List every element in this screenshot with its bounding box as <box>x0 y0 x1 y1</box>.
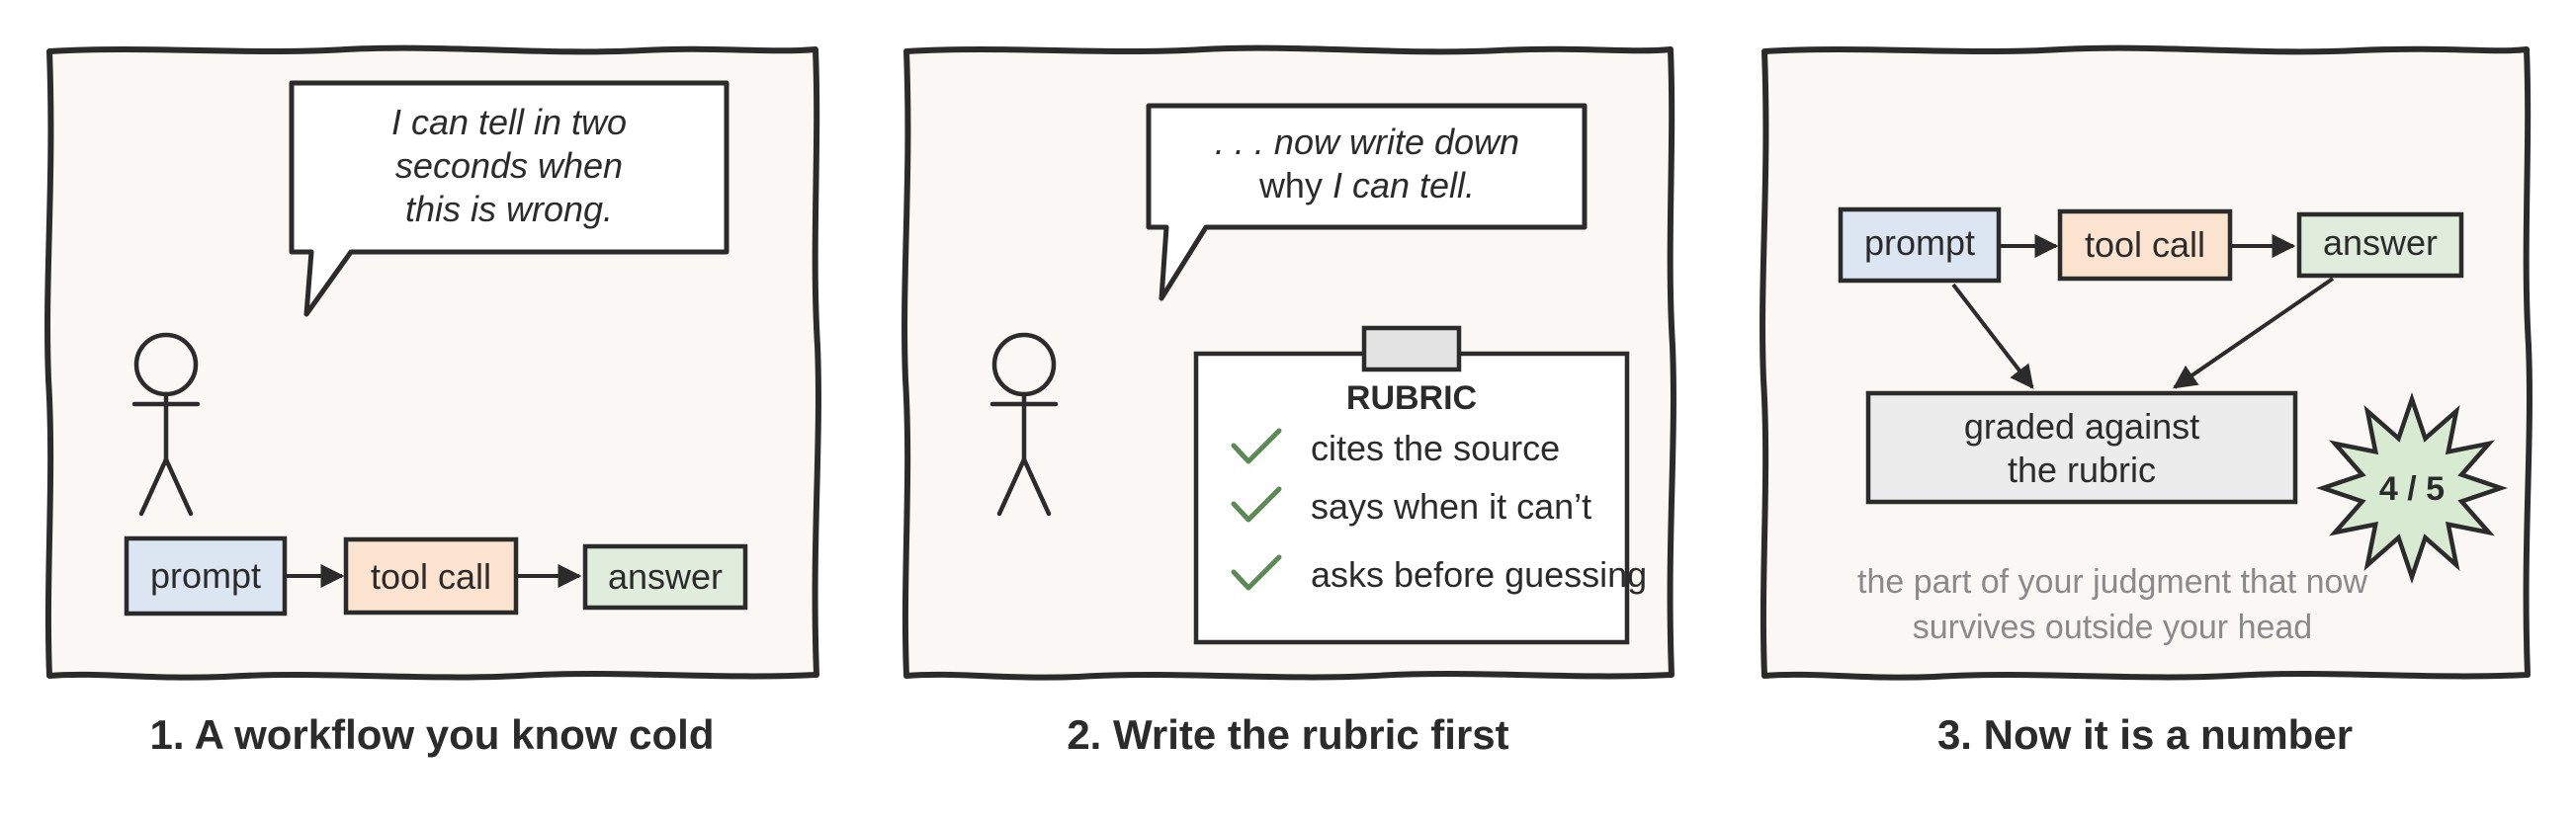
speech-line-1: I can tell in two <box>391 102 627 142</box>
arrow-icon <box>2173 277 2335 389</box>
flow-prompt-label: prompt <box>150 555 261 596</box>
panel-2: . . . now write down why I can tell. RUB… <box>902 44 1676 681</box>
panel-1: I can tell in two seconds when this is w… <box>44 44 821 681</box>
grade-line-2: the rubric <box>2008 450 2156 490</box>
note-line-1: the part of your judgment that now <box>1857 563 2367 601</box>
speech-bubble <box>1146 103 1588 301</box>
rubric-item: says when it can’t <box>1311 486 1591 527</box>
speech-line-2-plain: why <box>1258 165 1332 205</box>
rubric-title: RUBRIC <box>1346 379 1477 417</box>
checkmark-icon <box>1231 554 1282 591</box>
speech-line-1: . . . now write down <box>1215 122 1519 162</box>
flow-answer-label: answer <box>2323 222 2438 263</box>
grade-line-1: graded against <box>1964 406 2199 447</box>
flow-answer-box: answer <box>2296 211 2464 279</box>
flow-prompt-box: prompt <box>124 535 288 616</box>
speech-bubble <box>289 80 730 317</box>
stick-figure-icon <box>989 332 1059 517</box>
score-label: 4 / 5 <box>2379 470 2445 508</box>
flow-answer-box: answer <box>582 543 748 611</box>
clipboard-clip-icon <box>1361 325 1462 372</box>
panel-3-caption: 3. Now it is a number <box>1937 711 2353 758</box>
panel-2-caption: 2. Write the rubric first <box>1067 711 1508 758</box>
speech-line-3: this is wrong. <box>405 189 613 229</box>
checkmark-icon <box>1231 486 1282 523</box>
grade-box: graded against the rubric <box>1865 390 2298 505</box>
speech-line-2-italic: I can tell. <box>1332 165 1475 205</box>
arrow-icon <box>1951 283 2034 389</box>
flow-tool-call-label: tool call <box>2085 224 2205 265</box>
flow-prompt-box: prompt <box>1838 206 2002 284</box>
speech-line-2: why I can tell. <box>1258 165 1475 205</box>
flow-prompt-label: prompt <box>1864 222 1975 263</box>
rubric-card: RUBRIC cites the source says when it can… <box>1193 325 1647 645</box>
rubric-item: asks before guessing <box>1311 554 1647 595</box>
flow-tool-call-box: tool call <box>2057 208 2233 282</box>
starburst-badge-icon: 4 / 5 <box>2315 391 2509 585</box>
note-line-2: survives outside your head <box>1913 609 2312 646</box>
flow-tool-call-label: tool call <box>371 556 491 597</box>
flow-answer-label: answer <box>608 556 723 597</box>
panel-1-caption: 1. A workflow you know cold <box>150 711 715 758</box>
panel-3-frame <box>1760 44 2533 681</box>
stick-figure-icon <box>131 332 201 517</box>
checkmark-icon <box>1231 428 1282 464</box>
speech-line-2: seconds when <box>395 145 623 186</box>
panel-3: prompt tool call answer graded against t… <box>1760 44 2533 681</box>
rubric-item: cites the source <box>1311 428 1560 468</box>
flow-tool-call-box: tool call <box>343 536 519 616</box>
